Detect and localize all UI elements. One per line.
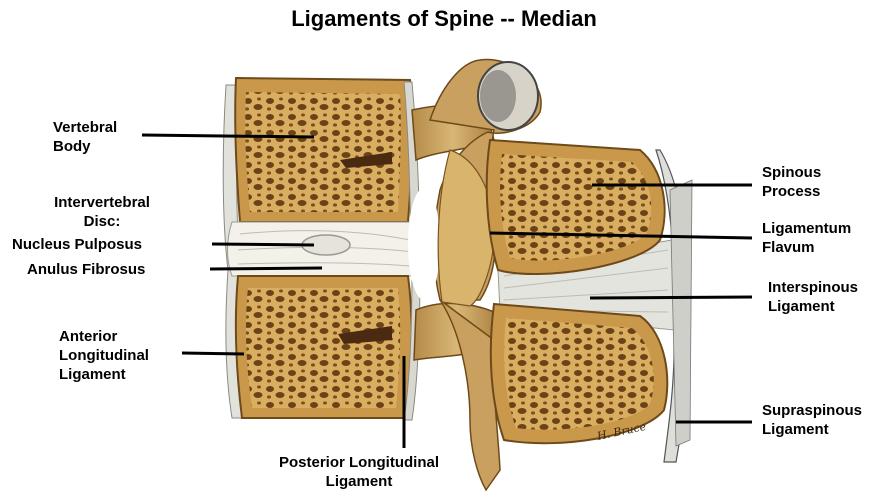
leader-anterior-longitudinal: [182, 353, 244, 354]
leader-nucleus-pulposus: [212, 244, 314, 245]
label-vertebral-body: Vertebral Body: [53, 118, 117, 156]
leader-vertebral-body: [142, 135, 314, 137]
label-intervertebral-disc: Intervertebral Disc:: [38, 193, 166, 231]
label-interspinous-ligament: Interspinous Ligament: [768, 278, 858, 316]
label-anterior-longitudinal-ligament: Anterior Longitudinal Ligament: [59, 327, 149, 384]
upper-vertebral-body: [235, 78, 412, 222]
lower-vertebral-body: [236, 276, 412, 418]
label-anulus-fibrosus: Anulus Fibrosus: [27, 260, 145, 279]
label-nucleus-pulposus: Nucleus Pulposus: [12, 235, 142, 254]
label-posterior-longitudinal-ligament: Posterior Longitudinal Ligament: [258, 453, 460, 491]
leader-anulus-fibrosus: [210, 268, 322, 269]
label-supraspinous-ligament: Supraspinous Ligament: [762, 401, 862, 439]
label-spinous-process: Spinous Process: [762, 163, 821, 201]
leader-interspinous: [590, 297, 752, 298]
upper-spinous-process: [487, 140, 665, 274]
label-ligamentum-flavum: Ligamentum Flavum: [762, 219, 851, 257]
intervertebral-foramen: [408, 188, 440, 300]
